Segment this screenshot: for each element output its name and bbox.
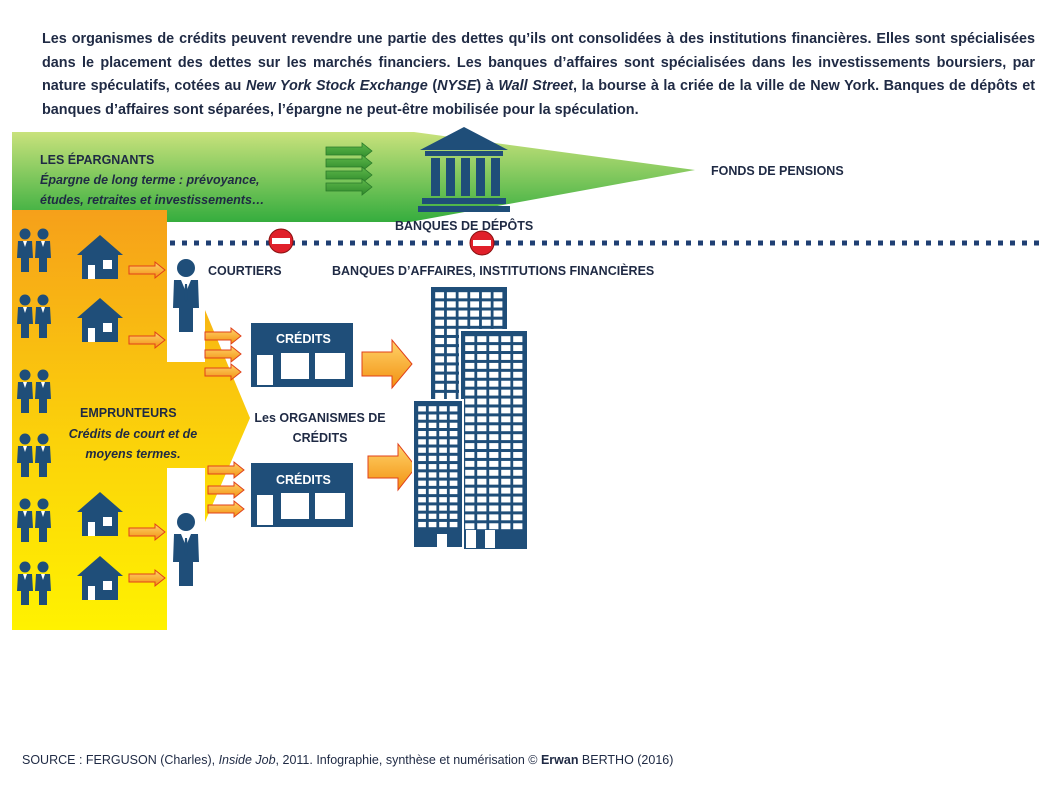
intro-text-3: ) à (476, 78, 499, 94)
intro-nyse-abbr: NYSE (437, 78, 477, 94)
credit-box-label: CRÉDITS (276, 332, 331, 346)
savers-title: LES ÉPARGNANTS (40, 153, 155, 167)
savers-subtitle: Épargne de long terme : prévoyance, étud… (40, 173, 265, 207)
investment-banks-label: BANQUES D’AFFAIRES, INSTITUTIONS FINANCI… (332, 264, 655, 278)
source-work-title: Inside Job (218, 753, 276, 767)
source-credit: SOURCE : FERGUSON (Charles), Inside Job,… (22, 753, 673, 767)
intro-wall-street: Wall Street (498, 78, 574, 94)
big-flow-arrow (361, 338, 413, 390)
pension-funds-label: FONDS DE PENSIONS (711, 164, 844, 178)
bank-temple-icon (418, 127, 510, 212)
borrowers-shape (12, 210, 250, 630)
intro-text-1: Les organismes de crédits peuvent revend… (42, 31, 1035, 94)
credit-box-label: CRÉDITS (276, 473, 331, 487)
flow-arrow (207, 500, 245, 518)
borrowers-title: EMPRUNTEURS (80, 406, 177, 420)
deposit-banks-label: BANQUES DE DÉPÔTS (395, 219, 534, 233)
intro-text-2: ( (427, 78, 438, 94)
credit-organisms-label: Les ORGANISMES DE CRÉDITS (254, 411, 386, 445)
skyscrapers-icon (412, 285, 529, 552)
intro-paragraph: Les organismes de crédits peuvent revend… (42, 28, 1035, 122)
source-middle: , 2011. Infographie, synthèse et numéris… (275, 753, 541, 767)
source-suffix: BERTHO (2016) (578, 753, 674, 767)
intro-text-4: , la bourse à la criée de la ville de Ne… (42, 78, 1036, 118)
brokers-label: COURTIERS (208, 264, 282, 278)
big-flow-arrow (367, 442, 417, 492)
no-entry-icon (268, 228, 294, 254)
borrowers-subtitle: Crédits de court et de moyens termes. (68, 427, 198, 461)
source-author-first: Erwan (540, 753, 579, 767)
no-entry-icon (469, 230, 495, 256)
broker-icon (173, 259, 199, 332)
intro-nyse-name: New York Stock Exchange (245, 78, 428, 94)
source-prefix: SOURCE : FERGUSON (Charles), (22, 753, 219, 767)
broker-icon (173, 513, 199, 586)
